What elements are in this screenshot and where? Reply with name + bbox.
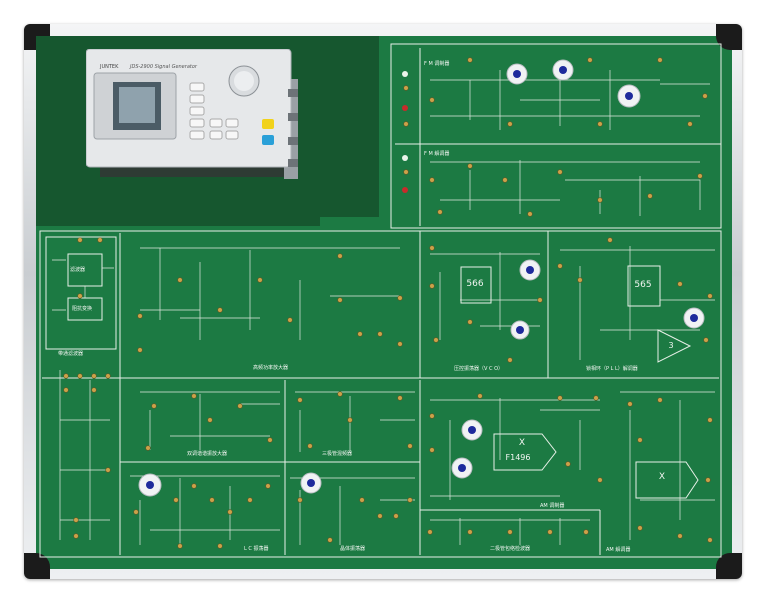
chip-multiplier-symbol: X [518, 437, 526, 448]
signal-generator: JUNTEK JDS-2900 Signal Generator [85, 48, 304, 183]
chip-565: 565 [634, 279, 652, 290]
label-am-modulator: AM 调制器 [540, 503, 565, 509]
fm-panel-border [390, 43, 722, 229]
signal-generator-body [85, 48, 304, 183]
label-pll-demodulator: 锁相环（P L L）解调器 [586, 366, 638, 372]
led-indicators [402, 71, 408, 193]
chip-op-amp: 3 [668, 341, 674, 350]
label-vco: 压控振荡器（V C O） [454, 366, 504, 372]
label-am-demodulator: AM 解调器 [606, 547, 631, 553]
label-lc-oscillator: L C 振荡器 [244, 546, 269, 552]
potentiometer-knobs [138, 59, 705, 497]
chip-566: 566 [466, 278, 484, 289]
lower-panel-border [39, 230, 722, 558]
circuit-traces [52, 70, 715, 545]
label-crystal-oscillator: 晶体振荡器 [340, 546, 366, 552]
label-filter: 滤波器 [70, 267, 86, 273]
label-power-amplifier: 高频功率放大器 [253, 365, 289, 371]
label-mixer: 三极管混频器 [322, 451, 353, 457]
generator-brand: JUNTEK [100, 64, 119, 70]
test-jacks [63, 57, 713, 549]
chip-multiplier-symbol-2: X [658, 471, 666, 482]
label-envelope-detector: 二极管包络检波器 [490, 546, 531, 552]
label-fm-demodulator: F M 解调器 [424, 151, 450, 157]
label-bandpass-filter: 带通滤波器 [58, 351, 84, 357]
label-impedance-matching: 阻抗变换 [72, 306, 93, 312]
frame-corner-top-right [716, 24, 742, 50]
label-tuned-amplifier: 双调谐谐振放大器 [187, 451, 228, 457]
label-fm-modulator: F M 调制器 [424, 61, 450, 67]
generator-model: JDS-2900 Signal Generator [130, 64, 197, 70]
chip-f1496: F1496 [505, 453, 531, 462]
